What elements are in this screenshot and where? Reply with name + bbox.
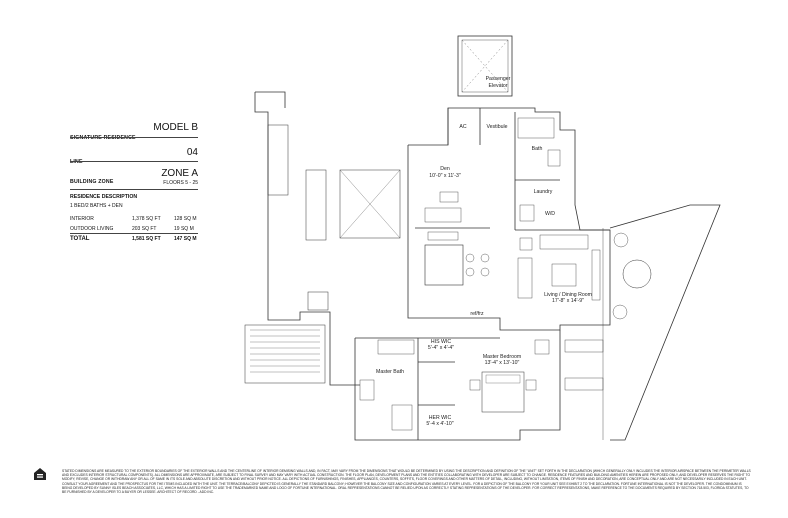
divider: [70, 233, 198, 234]
den-dim: 10'-0" x 11'-3": [429, 173, 461, 179]
residence-label: SIGNATURE RESIDENCE: [70, 135, 136, 141]
line-value: 04: [186, 147, 198, 158]
elevator-label: Elevator: [488, 83, 507, 89]
wd-label: W/D: [545, 211, 555, 217]
area-label: INTERIOR: [70, 216, 94, 222]
zone-label: BUILDING ZONE: [70, 179, 114, 185]
her-wic-dim: 5'-4 x 4'-10": [426, 421, 453, 427]
description-text: 1 BED/2 BATHS + DEN: [70, 203, 123, 209]
bath-label: Bath: [532, 146, 543, 152]
area-sqm: 147 SQ M: [174, 236, 197, 242]
area-sqft: 1,581 SQ FT: [132, 236, 161, 242]
living-label: Living / Dining Room: [544, 292, 592, 298]
area-sqft: 203 SQ FT: [132, 226, 157, 232]
model-name: MODEL B: [153, 122, 198, 133]
description-heading: RESIDENCE DESCRIPTION: [70, 194, 138, 200]
area-row: OUTDOOR LIVING 203 SQ FT 19 SQ M: [70, 226, 198, 234]
area-label: TOTAL: [70, 236, 90, 242]
line-label: LINE: [70, 159, 83, 165]
vestibule-label: Vestibule: [486, 124, 507, 130]
zone-value: ZONE A: [161, 168, 198, 179]
his-wic-dim: 5'-4" x 4'-4": [428, 345, 454, 351]
area-sqm: 128 SQ M: [174, 216, 197, 222]
living-dim: 17'-8" x 14'-9": [552, 298, 584, 304]
legal-disclaimer: STATED DIMENSIONS ARE MEASURED TO THE EX…: [62, 469, 751, 495]
area-sqft: 1,378 SQ FT: [132, 216, 161, 222]
area-label: OUTDOOR LIVING: [70, 226, 114, 232]
master-bath-label: Master Bath: [376, 369, 404, 375]
divider: [70, 161, 198, 162]
divider: [70, 189, 198, 190]
ref-label: ref/frz: [470, 311, 484, 317]
floors-value: FLOORS 5 - 25: [163, 180, 198, 186]
area-row: INTERIOR 1,378 SQ FT 128 SQ M: [70, 216, 198, 224]
laundry-label: Laundry: [534, 189, 553, 195]
master-bedroom-label: Master Bedroom: [483, 354, 521, 360]
ac-label: AC: [459, 124, 466, 130]
equal-housing-icon: [34, 468, 46, 480]
master-bedroom-dim: 13'-4" x 13'-10": [485, 360, 520, 366]
elevator-label: Passenger: [486, 76, 511, 82]
his-wic-label: HIS WIC: [431, 339, 451, 345]
her-wic-label: HER WIC: [429, 415, 452, 421]
area-row-total: TOTAL 1,581 SQ FT 147 SQ M: [70, 236, 198, 244]
divider: [70, 137, 198, 138]
elevator-shaft: [457, 35, 513, 97]
area-sqm: 19 SQ M: [174, 226, 194, 232]
den-label: Den: [440, 166, 450, 172]
